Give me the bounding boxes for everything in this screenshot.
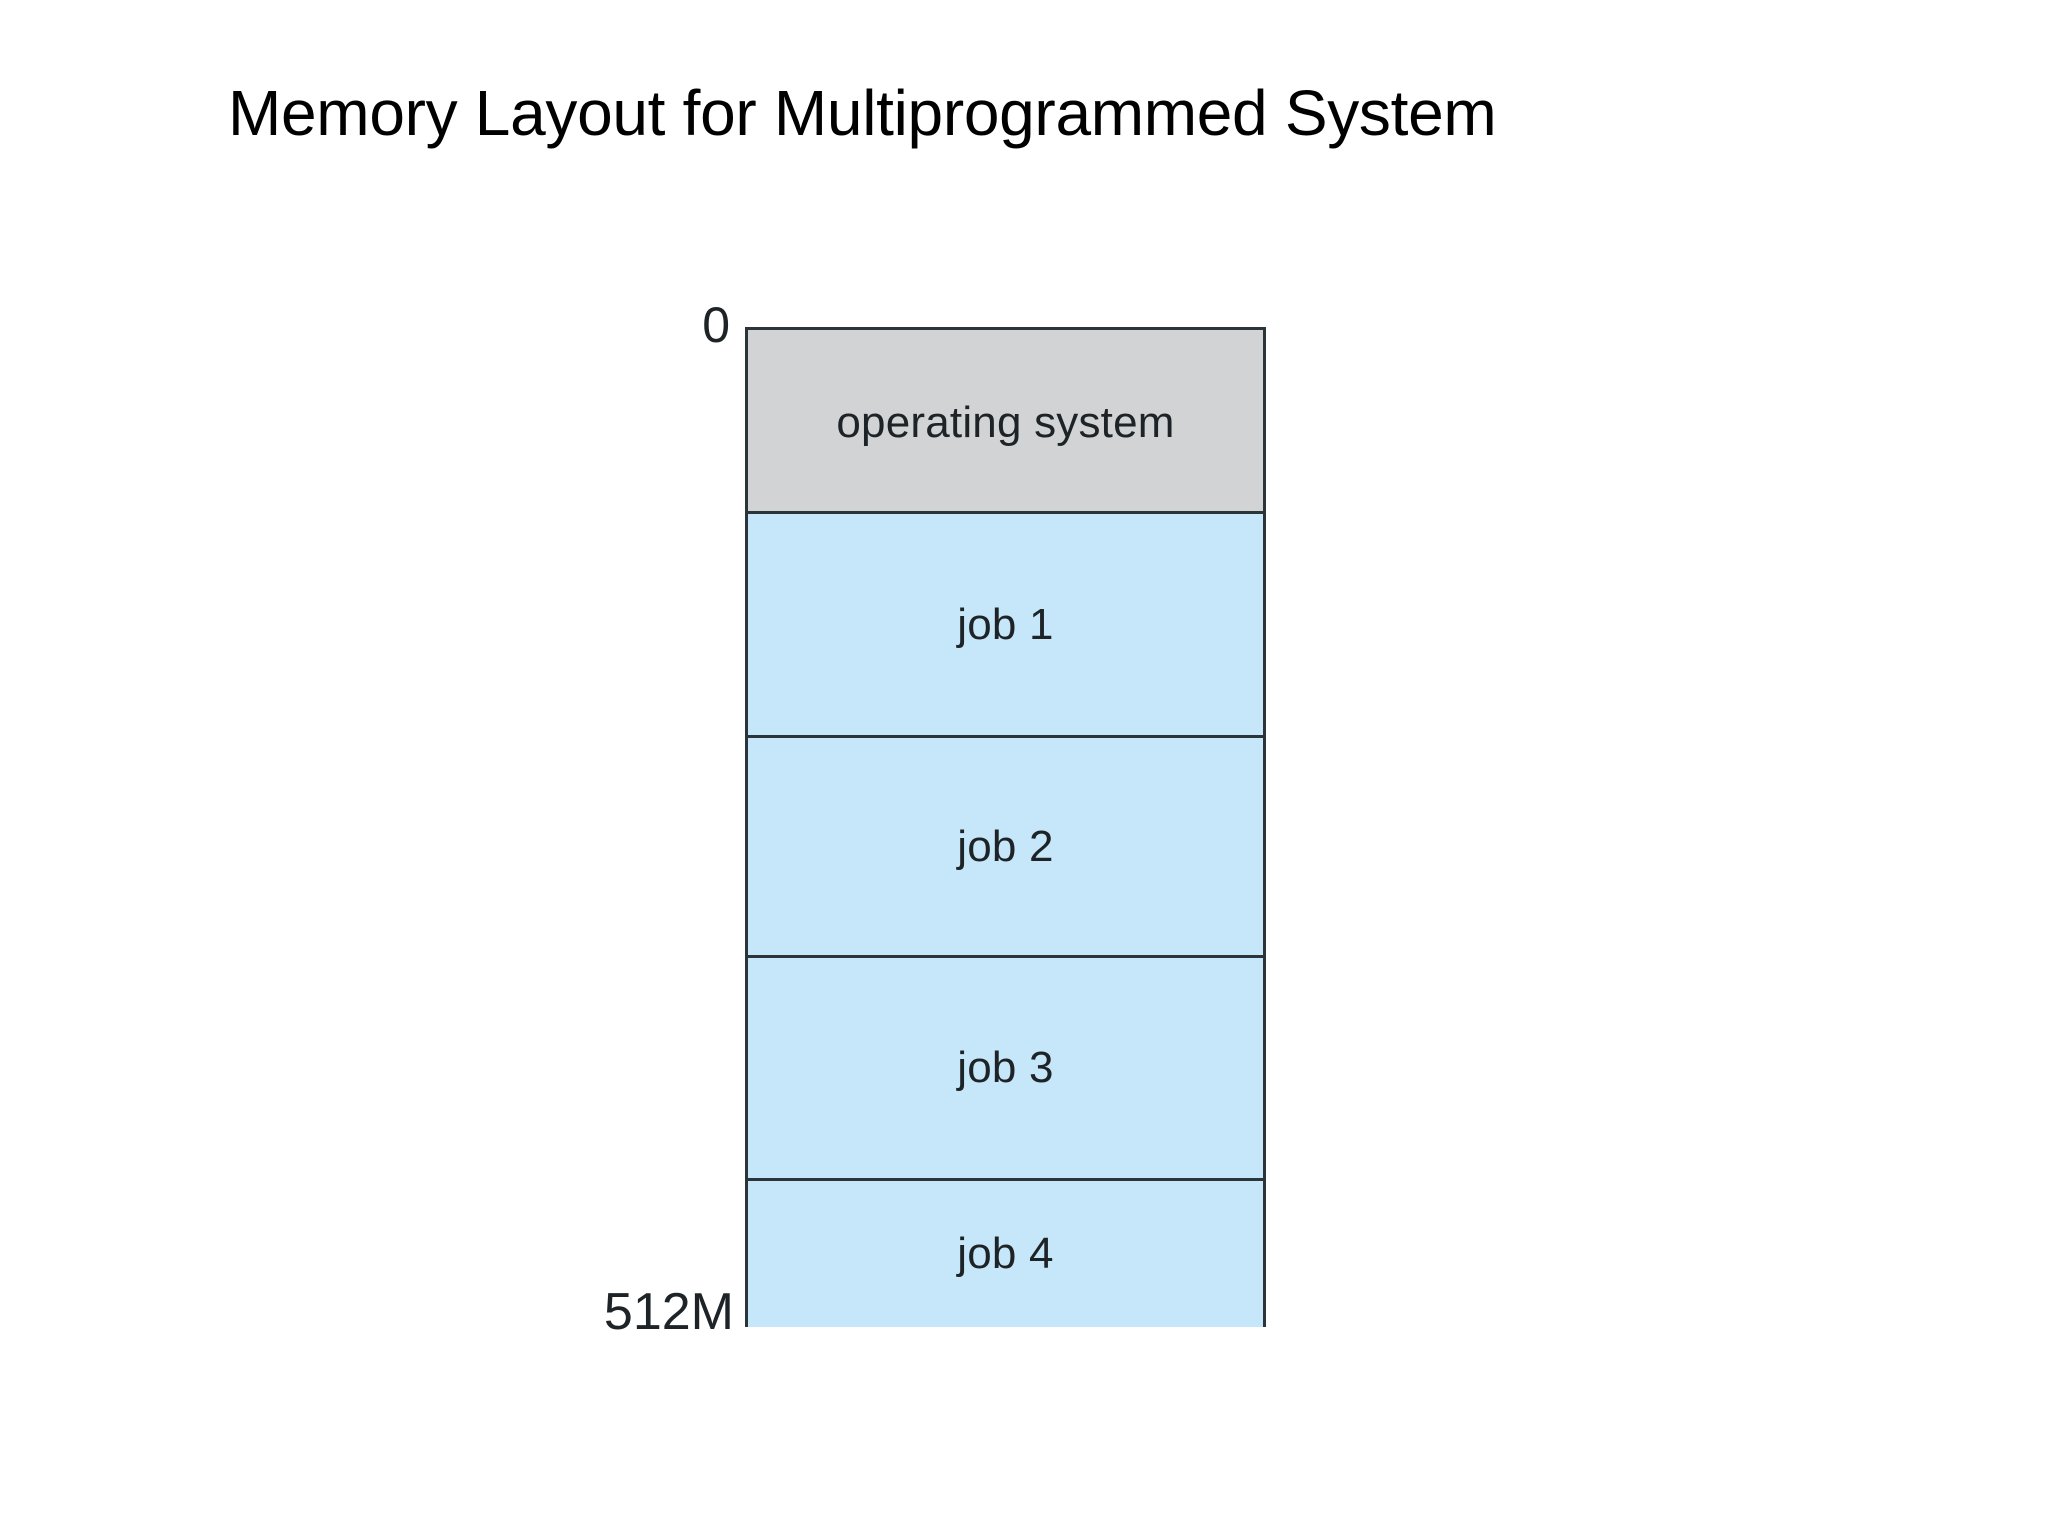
memory-section-label: job 3 [957,1043,1054,1092]
memory-section-job-1: job 1 [748,514,1263,738]
address-label-bottom: 512M [603,1283,734,1341]
page-title: Memory Layout for Multiprogrammed System [228,77,1497,149]
memory-box: operating system job 1 job 2 job 3 job 4 [745,327,1266,1327]
memory-section-label: job 4 [957,1229,1054,1278]
memory-section-label: job 1 [957,599,1054,649]
memory-layout-diagram: 0 512M operating system job 1 job 2 job … [560,290,1300,1370]
memory-section-job-2: job 2 [748,738,1263,958]
memory-section-label: operating system [836,397,1175,447]
memory-section-job-3: job 3 [748,958,1263,1181]
memory-section-operating-system: operating system [748,330,1263,514]
address-label-top: 0 [702,297,730,353]
memory-section-label: job 2 [957,821,1054,871]
memory-section-job-4: job 4 [748,1181,1263,1327]
